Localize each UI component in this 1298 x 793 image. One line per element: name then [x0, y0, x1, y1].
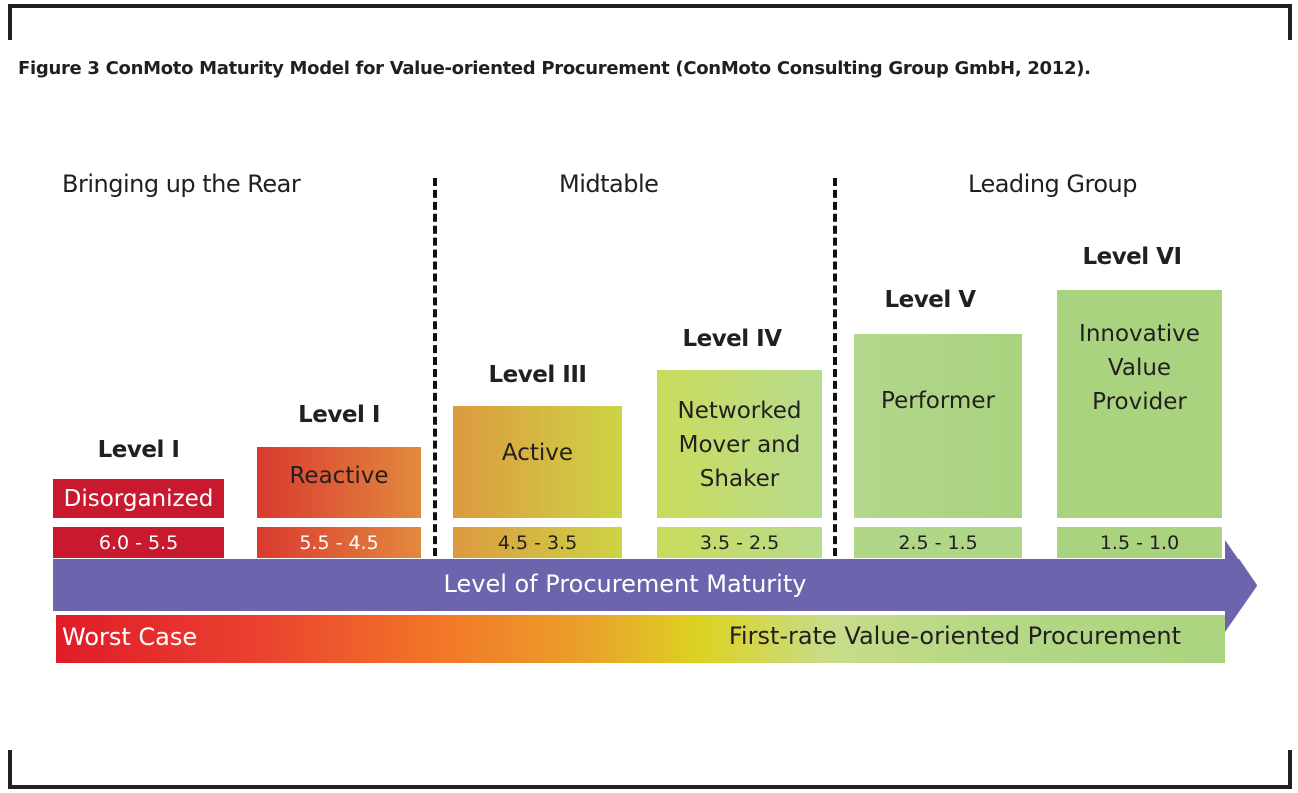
- level-label: Level V: [884, 287, 976, 313]
- level-name: Reactive: [289, 463, 389, 489]
- score-range: 5.5 - 4.5: [257, 527, 421, 558]
- level-name: Disorganized: [63, 485, 214, 512]
- scale-left-label: Worst Case: [62, 623, 198, 651]
- level-box-disorganized: Disorganized: [53, 479, 224, 518]
- divider-dashed: [433, 178, 437, 556]
- score-range: 2.5 - 1.5: [854, 527, 1022, 558]
- level-name: Networked Mover and Shaker: [677, 398, 802, 492]
- score-range: 1.5 - 1.0: [1057, 527, 1222, 558]
- level-box-reactive: Reactive: [257, 447, 421, 518]
- frame-top-left: [8, 4, 12, 40]
- scale-right-label: First-rate Value-oriented Procurement: [728, 622, 1181, 650]
- arrow-label: Level of Procurement Maturity: [443, 570, 807, 598]
- level-name: Performer: [881, 388, 995, 414]
- level-name: Innovative Value Provider: [1079, 321, 1200, 415]
- divider-dashed: [833, 178, 837, 556]
- level-label: Level III: [488, 362, 587, 388]
- level-box-innovative: Innovative Value Provider: [1057, 290, 1222, 518]
- group-label-midtable: Midtable: [559, 170, 659, 198]
- group-label-leading: Leading Group: [968, 170, 1137, 198]
- arrow-head: [1225, 540, 1257, 632]
- level-name: Active: [501, 440, 574, 466]
- quality-scale-bar: Worst Case First-rate Value-oriented Pro…: [56, 615, 1225, 663]
- score-range: 4.5 - 3.5: [453, 527, 622, 558]
- level-box-networked: Networked Mover and Shaker: [657, 370, 822, 518]
- figure-caption: Figure 3 ConMoto Maturity Model for Valu…: [18, 58, 1091, 79]
- level-label: Level I: [298, 402, 380, 428]
- score-range: 3.5 - 2.5: [657, 527, 822, 558]
- frame-bottom: [8, 785, 1292, 789]
- level-label: Level IV: [682, 326, 782, 352]
- level-box-active: Active: [453, 406, 622, 518]
- frame-top: [8, 4, 1292, 8]
- frame-bottom-left: [8, 750, 12, 788]
- frame-top-right: [1288, 4, 1292, 40]
- maturity-arrow: [53, 559, 1257, 611]
- frame-bottom-right: [1288, 750, 1292, 788]
- level-label: Level VI: [1082, 244, 1182, 270]
- level-box-performer: Performer: [854, 334, 1022, 518]
- level-label: Level I: [97, 437, 180, 463]
- group-label-rear: Bringing up the Rear: [62, 170, 301, 198]
- score-range: 6.0 - 5.5: [53, 527, 224, 558]
